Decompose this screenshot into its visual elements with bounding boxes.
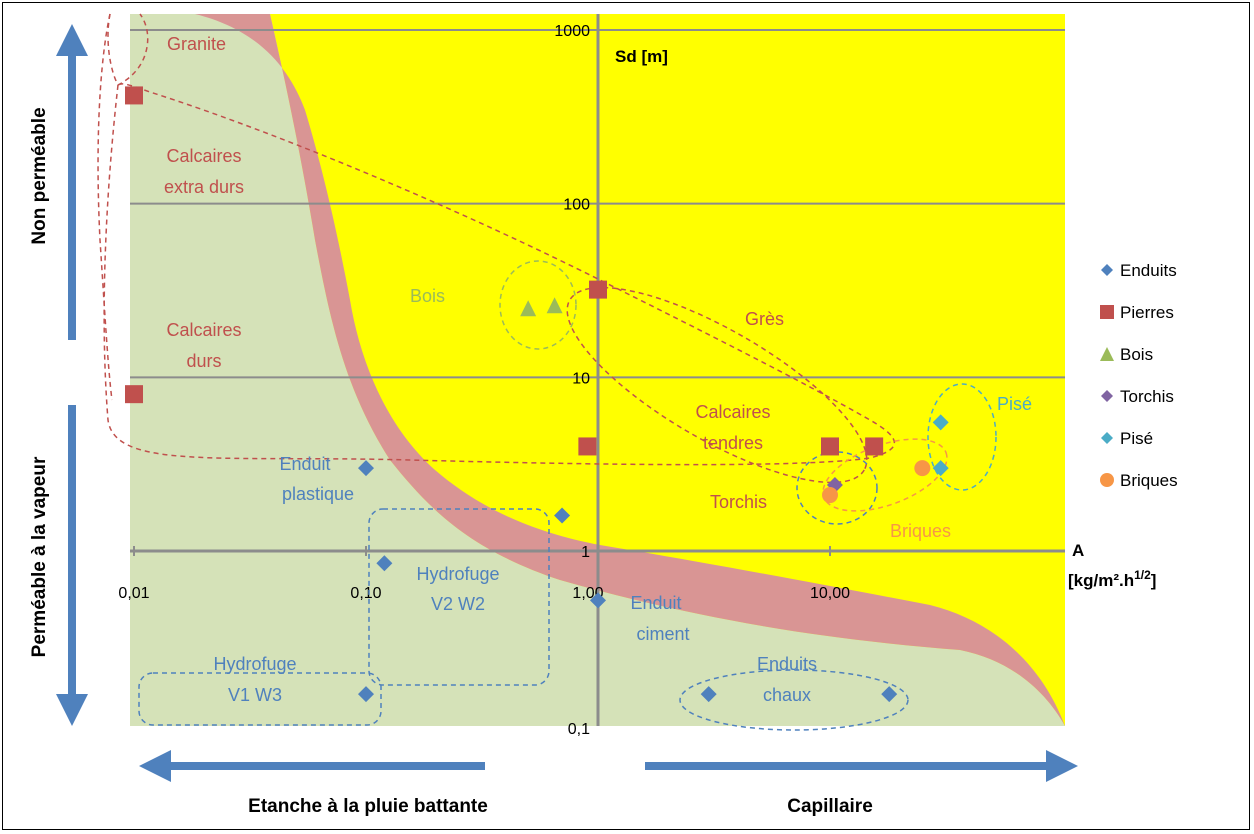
marker-enduits bbox=[376, 555, 393, 572]
legend-item: Torchis bbox=[1101, 387, 1174, 406]
arrow-label-etanche: Etanche à la pluie battante bbox=[248, 796, 488, 817]
label-enduits-chaux-2: chaux bbox=[763, 685, 811, 705]
label-pise: Pisé bbox=[997, 394, 1032, 414]
label-hydrofuge-v1-2: V1 W3 bbox=[228, 685, 282, 705]
group-gres bbox=[566, 286, 868, 484]
y-tick-label: 0,1 bbox=[568, 721, 590, 738]
legend-marker bbox=[1101, 264, 1113, 276]
arrow-label-non-permeable: Non perméable bbox=[29, 107, 50, 244]
label-enduit-plastique-2: plastique bbox=[282, 484, 354, 504]
axis-arrows bbox=[56, 24, 1078, 782]
label-calcaires-durs-2: durs bbox=[186, 351, 221, 371]
label-briques: Briques bbox=[890, 521, 951, 541]
label-calcaires-extra-1: Calcaires bbox=[166, 146, 241, 166]
label-calcaires-extra-2: extra durs bbox=[164, 177, 244, 197]
legend-item: Bois bbox=[1100, 345, 1153, 364]
label-calcaires-durs-1: Calcaires bbox=[166, 320, 241, 340]
marker-pisé bbox=[932, 414, 949, 431]
data-markers bbox=[125, 86, 949, 703]
group-pise bbox=[927, 383, 997, 491]
legend-label: Torchis bbox=[1120, 387, 1174, 406]
label-hydrofuge-v1-1: Hydrofuge bbox=[213, 654, 296, 674]
arrow-label-permeable: Perméable à la vapeur bbox=[29, 456, 50, 657]
group-hydrofuge-v2 bbox=[368, 508, 550, 686]
arrow-label-capillaire: Capillaire bbox=[787, 796, 873, 817]
label-enduit-plastique-1: Enduit bbox=[279, 454, 330, 474]
legend-item: Enduits bbox=[1101, 261, 1177, 280]
marker-pierres bbox=[589, 280, 607, 299]
group-calcaires bbox=[103, 83, 896, 466]
label-gres: Grès bbox=[745, 309, 784, 329]
x-tick-label: 0,10 bbox=[350, 585, 381, 602]
marker-pierres bbox=[865, 437, 884, 456]
y-tick-label: 100 bbox=[563, 197, 590, 214]
group-granite bbox=[107, 13, 149, 86]
label-hydrofuge-v2-1: Hydrofuge bbox=[416, 564, 499, 584]
marker-enduits bbox=[590, 592, 606, 609]
marker-pierres bbox=[578, 437, 597, 456]
label-bois: Bois bbox=[410, 286, 445, 306]
green-region bbox=[130, 14, 1065, 726]
x-axis-label-line1: A bbox=[1072, 541, 1084, 560]
y-tick-label: 1 bbox=[581, 544, 590, 561]
marker-bois bbox=[546, 297, 563, 314]
label-calcaires-tendres-1: Calcaires bbox=[695, 402, 770, 422]
label-enduit-ciment-1: Enduit bbox=[630, 593, 681, 613]
legend-item: Briques bbox=[1100, 471, 1178, 490]
legend-label: Pisé bbox=[1120, 429, 1153, 448]
group-outlines bbox=[97, 13, 997, 731]
label-torchis: Torchis bbox=[710, 492, 767, 512]
legend-label: Bois bbox=[1120, 345, 1153, 364]
label-enduit-ciment-2: ciment bbox=[636, 624, 689, 644]
group-bois bbox=[499, 260, 577, 350]
y-tick-label: 1000 bbox=[554, 23, 590, 40]
red-band bbox=[195, 14, 1065, 726]
marker-enduits bbox=[700, 686, 717, 703]
x-axis-label-line2: [kg/m².h1/2] bbox=[1068, 568, 1156, 590]
legend-marker bbox=[1101, 432, 1113, 444]
marker-enduits bbox=[358, 460, 374, 477]
group-calcaires-durs-edge bbox=[97, 13, 113, 401]
group-torchis bbox=[796, 451, 878, 525]
label-hydrofuge-v2-2: V2 W2 bbox=[431, 594, 485, 614]
legend-marker bbox=[1101, 390, 1113, 402]
legend-marker bbox=[1100, 305, 1114, 319]
group-hydrofuge-v1 bbox=[138, 672, 382, 726]
marker-briques bbox=[914, 460, 931, 477]
label-enduits-chaux-1: Enduits bbox=[757, 654, 817, 674]
marker-enduits bbox=[358, 686, 374, 703]
legend-item: Pisé bbox=[1101, 429, 1153, 448]
marker-pierres bbox=[125, 86, 143, 105]
marker-pierres bbox=[821, 437, 839, 456]
y-axis-label: Sd [m] bbox=[615, 47, 668, 66]
marker-bois bbox=[520, 300, 537, 317]
group-enduits-chaux bbox=[679, 669, 909, 731]
label-granite: Granite bbox=[167, 34, 226, 54]
y-tick-label: 10 bbox=[572, 370, 590, 387]
label-calcaires-tendres-2: tendres bbox=[703, 433, 763, 453]
marker-enduits bbox=[554, 507, 571, 524]
x-tick-label: 10,00 bbox=[810, 585, 850, 602]
marker-briques bbox=[822, 487, 838, 504]
legend-marker bbox=[1100, 347, 1114, 361]
marker-enduits bbox=[881, 686, 898, 703]
legend-item: Pierres bbox=[1100, 303, 1174, 322]
legend-label: Briques bbox=[1120, 471, 1178, 490]
marker-pisé bbox=[932, 460, 949, 477]
marker-pierres bbox=[125, 385, 143, 404]
legend-marker bbox=[1100, 473, 1114, 487]
legend-label: Pierres bbox=[1120, 303, 1174, 322]
x-tick-label: 0,01 bbox=[118, 585, 149, 602]
legend-label: Enduits bbox=[1120, 261, 1177, 280]
annotations: Granite Calcaires extra durs Calcaires d… bbox=[164, 34, 1032, 705]
